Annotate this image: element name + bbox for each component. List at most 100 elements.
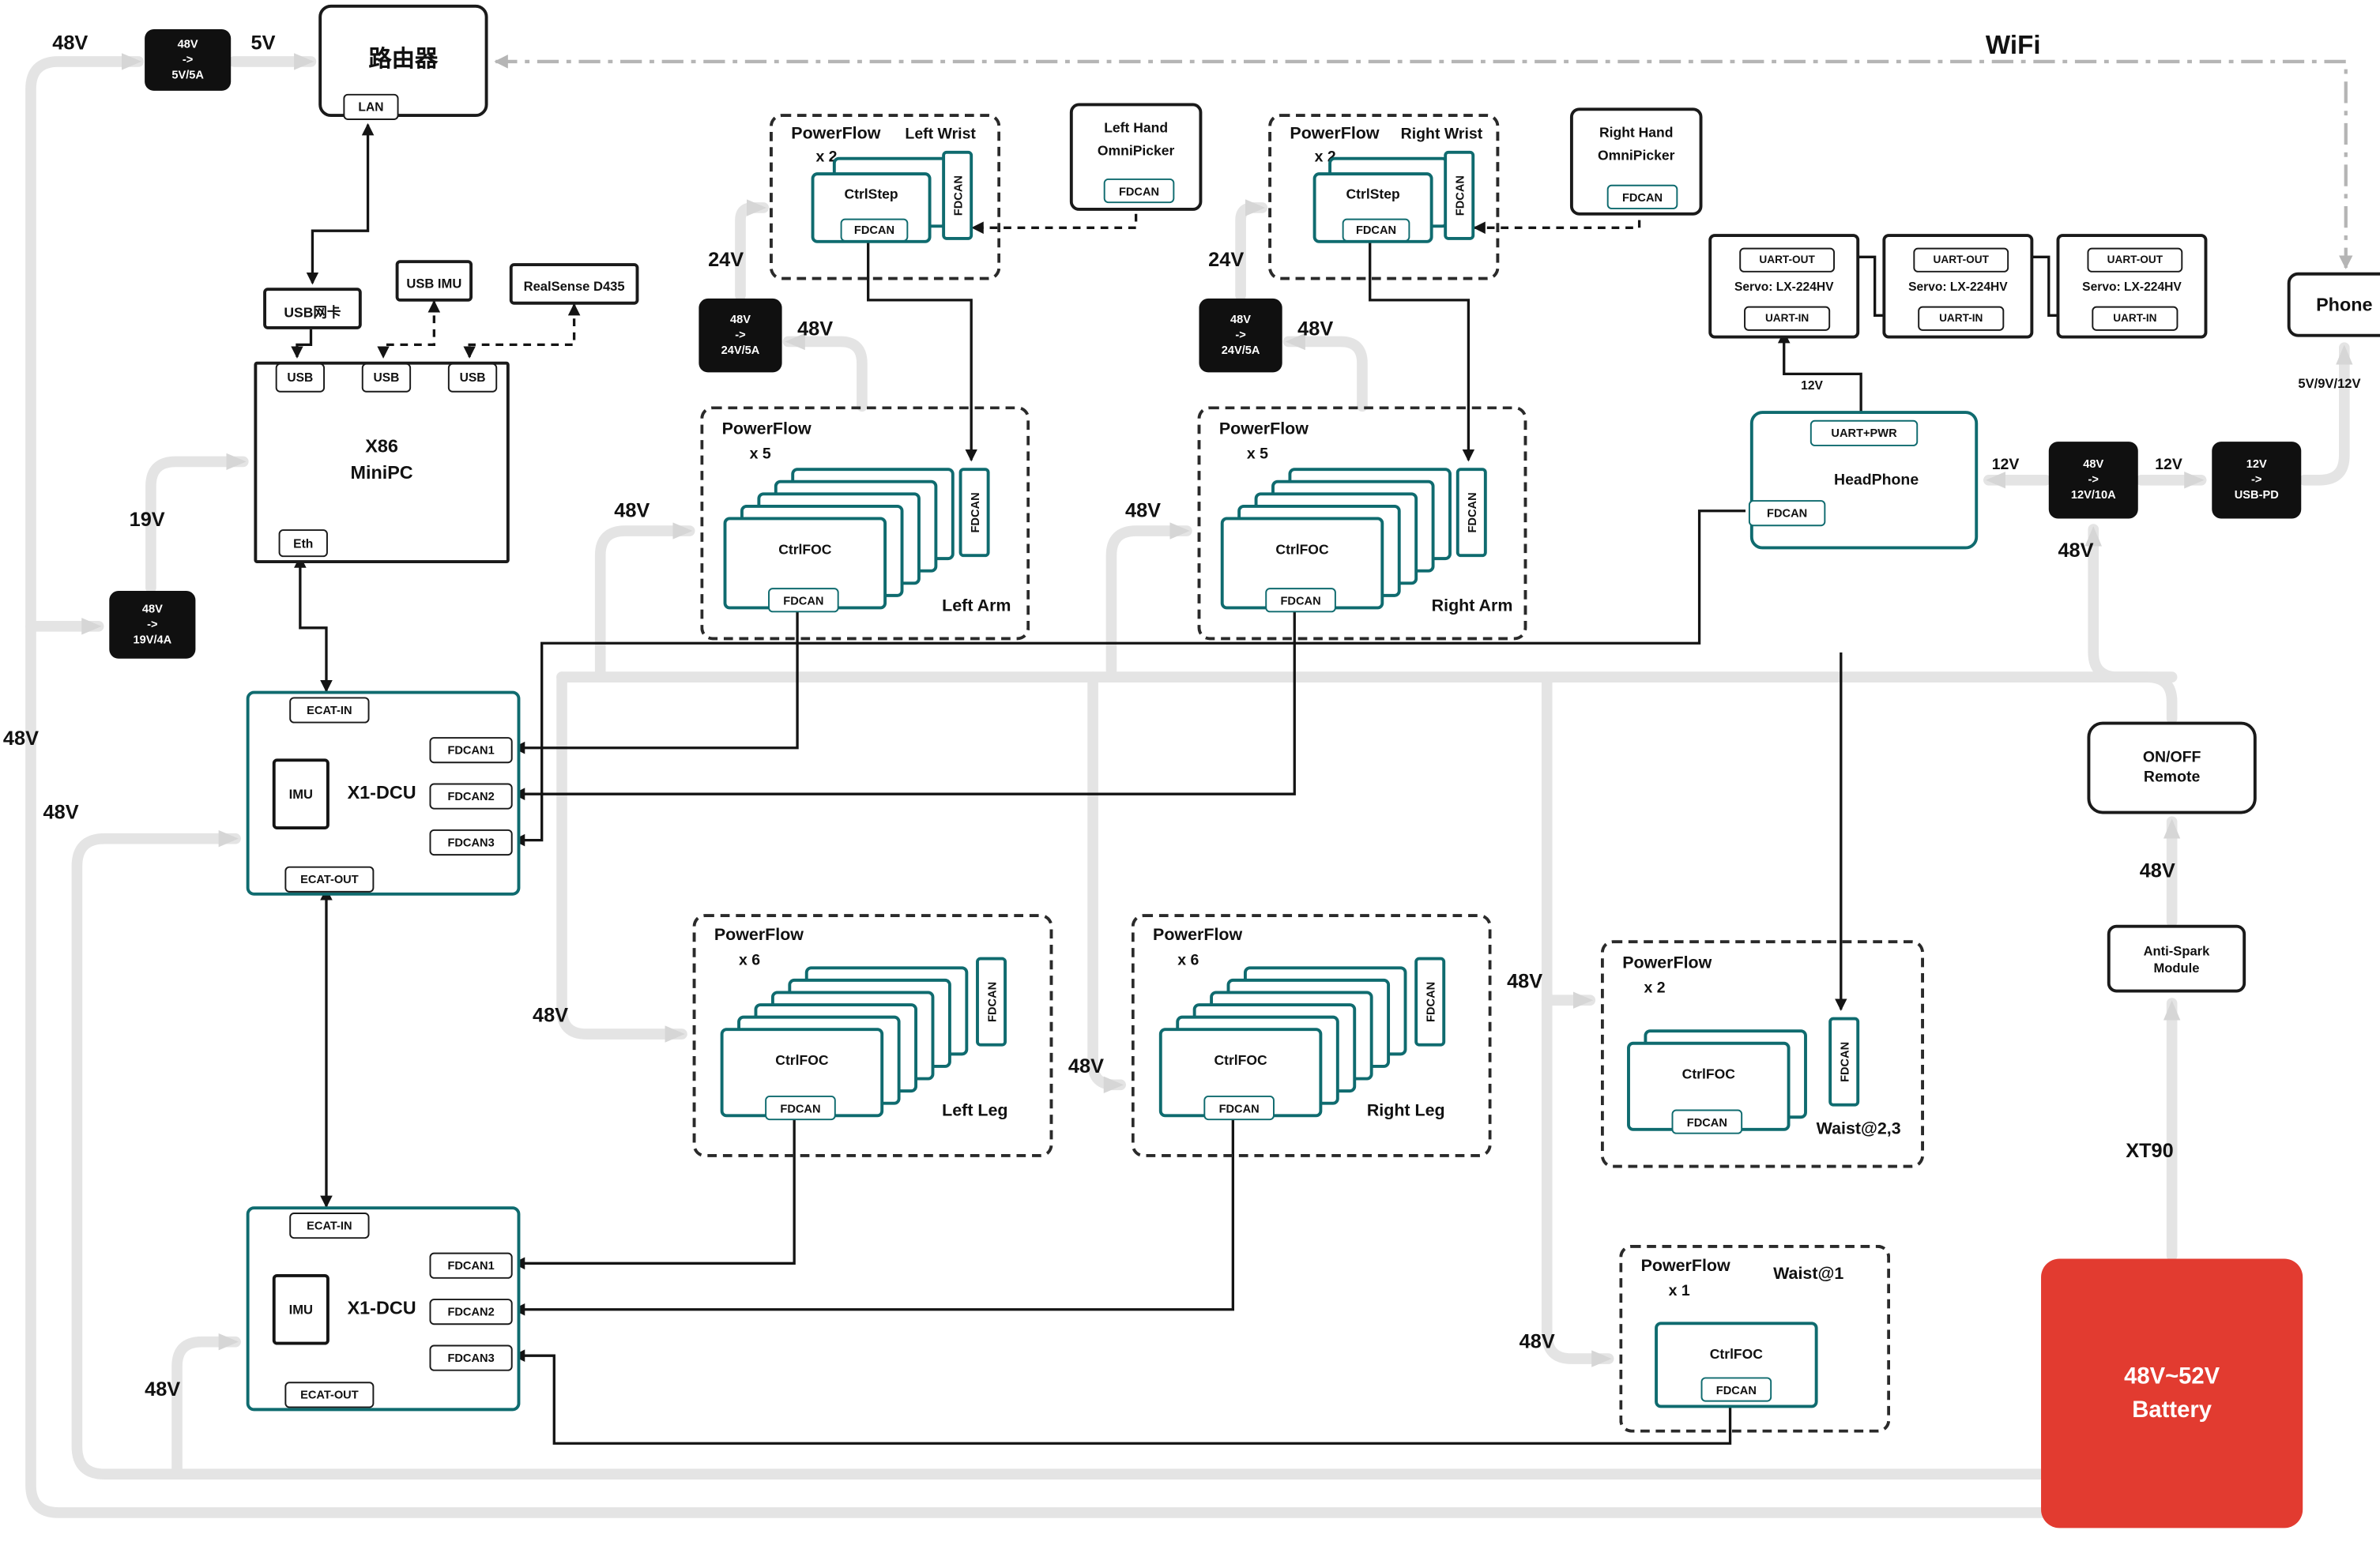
- hand-type: OmniPicker: [1597, 148, 1675, 164]
- fdcan-port: FDCAN: [840, 218, 909, 242]
- group-count: x 6: [739, 952, 761, 970]
- converter-out: USB-PD: [2234, 487, 2279, 502]
- fdcan-port: FDCAN: [765, 1095, 836, 1121]
- minipc: USB USB USB X86 MiniPC Eth: [254, 361, 510, 563]
- fdcan-tab: FDCAN: [1414, 957, 1446, 1047]
- sig-headphone-fdcan3: [512, 510, 1746, 847]
- fdcan-tab: FDCAN: [1444, 150, 1475, 240]
- servo-lx224hv-3: UART-OUT Servo: LX-224HV UART-IN: [2056, 234, 2208, 339]
- wire-19v-minipc: [145, 453, 249, 593]
- fdcan-port: FDCAN: [1748, 500, 1826, 527]
- x1-dcu-lower: ECAT-IN IMU X1-DCU FDCAN1 FDCAN2 FDCAN3 …: [246, 1206, 521, 1412]
- sig-eth-ecatin: [294, 555, 333, 693]
- board-ctrl: CtrlFOC: [1681, 1066, 1735, 1082]
- converter-in: 48V: [1230, 313, 1252, 327]
- group-left-leg: PowerFlow x 6 FDCAN CtrlFOC FDCAN Left L…: [692, 914, 1053, 1157]
- power-wires: [25, 53, 2353, 1518]
- board-ctrl: CtrlStep: [844, 186, 898, 202]
- headphone-unit: UART+PWR HeadPhone FDCAN: [1748, 411, 1979, 550]
- spark-line1: Anti-Spark: [2143, 942, 2210, 958]
- usb-imu: USB IMU: [395, 260, 473, 302]
- fdcan-port: FDCAN: [1103, 178, 1175, 204]
- right-hand-omnipicker: Right Hand OmniPicker FDCAN: [1569, 107, 1703, 216]
- servo-lx224hv-2: UART-OUT Servo: LX-224HV UART-IN: [1882, 234, 2034, 339]
- group-title: PowerFlow: [1290, 124, 1380, 144]
- servo-lx224hv-1: UART-OUT Servo: LX-224HV UART-IN: [1708, 234, 1860, 339]
- label-xt90: XT90: [2126, 1138, 2174, 1162]
- label-48v-leftleg: 48V: [533, 1003, 569, 1027]
- converter-in: 48V: [2083, 457, 2104, 472]
- converter-48v-5v: 48V -> 5V/5A: [145, 29, 232, 91]
- wire-48v-leftarm: [594, 522, 695, 682]
- wire-48v-leftleg: [556, 671, 687, 1043]
- label-48v-waist23: 48V: [1507, 969, 1543, 993]
- uart-in-port: UART-IN: [1744, 306, 1831, 331]
- board-front: CtrlFOC FDCAN: [1655, 1322, 1818, 1408]
- label-48v-rail3: 48V: [145, 1377, 181, 1401]
- label-48v-conv24-left: 48V: [797, 317, 834, 340]
- converter-arrow: ->: [2088, 472, 2099, 487]
- eth-port: Eth: [278, 529, 328, 558]
- label-48v-leftarm: 48V: [614, 498, 650, 522]
- battery-voltage: 48V~52V: [2124, 1363, 2220, 1390]
- remote-line2: Remote: [2143, 769, 2201, 787]
- fdcan-tab: FDCAN: [942, 150, 973, 240]
- phone-label: Phone: [2316, 294, 2373, 316]
- fdcan3-port: FDCAN3: [429, 1344, 513, 1371]
- board-front: CtrlFOC FDCAN: [720, 1028, 884, 1121]
- hand-name: Left Hand: [1104, 119, 1169, 136]
- label-phone-volts: 5V/9V/12V: [2298, 375, 2361, 391]
- board-ctrl: CtrlStep: [1346, 186, 1400, 202]
- usb-port-3: USB: [447, 363, 498, 393]
- servo-name: Servo: LX-224HV: [2082, 280, 2182, 295]
- fdcan-tab: FDCAN: [976, 957, 1007, 1047]
- converter-arrow: ->: [182, 52, 194, 67]
- usb-port-1: USB: [275, 363, 326, 393]
- fdcan-port: FDCAN: [1671, 1109, 1743, 1134]
- battery: 48V~52V Battery: [2041, 1258, 2303, 1529]
- group-name: Waist@2,3: [1816, 1120, 1901, 1139]
- converter-48v-24v-left: 48V -> 24V/5A: [699, 298, 782, 373]
- group-right-leg: PowerFlow x 6 FDCAN CtrlFOC FDCAN Right …: [1131, 914, 1492, 1157]
- group-right-arm: PowerFlow x 5 FDCAN CtrlFOC FDCAN Right …: [1197, 406, 1527, 641]
- dsh-usbimu-usb2: [377, 299, 441, 359]
- headphone-title: HeadPhone: [1834, 472, 1919, 490]
- converter-out: 24V/5A: [1221, 343, 1260, 357]
- uart-out-port: UART-OUT: [1739, 247, 1836, 273]
- servo-name: Servo: LX-224HV: [1908, 280, 2008, 295]
- label-12v-servo: 12V: [1801, 378, 1823, 393]
- fdcan1-port: FDCAN1: [429, 1252, 513, 1279]
- label-48v-remote: 48V: [2139, 858, 2175, 882]
- wire-48v-dcu1: [71, 829, 2047, 1480]
- converter-out: 19V/4A: [133, 632, 172, 646]
- usb-port-2: USB: [361, 363, 412, 393]
- converter-in: 48V: [141, 602, 163, 616]
- fdcan-tab: FDCAN: [1455, 468, 1487, 558]
- group-title: PowerFlow: [1622, 953, 1712, 973]
- board-ctrl: CtrlFOC: [1214, 1052, 1267, 1068]
- group-count: x 5: [1246, 446, 1268, 464]
- group-count: x 5: [749, 446, 771, 464]
- fdcan-tab: FDCAN: [958, 468, 990, 558]
- group-title: PowerFlow: [714, 926, 804, 946]
- ecat-in-port: ECAT-IN: [289, 697, 370, 724]
- wire-48v-conv24-left: [782, 333, 868, 412]
- minipc-name2: MiniPC: [350, 461, 413, 483]
- uart-in-port: UART-IN: [1918, 306, 2005, 331]
- group-name: Waist@1: [1773, 1265, 1844, 1284]
- group-name: Right Leg: [1366, 1101, 1445, 1121]
- ecat-out-port: ECAT-OUT: [284, 1382, 375, 1408]
- label-5v: 5V: [250, 30, 276, 55]
- label-48v-topleft: 48V: [52, 30, 88, 55]
- label-48v-rightarm: 48V: [1124, 498, 1162, 522]
- group-title: PowerFlow: [721, 419, 812, 439]
- fdcan-port: FDCAN: [1203, 1095, 1275, 1121]
- router: 路由器 LAN: [318, 4, 488, 120]
- board-front: CtrlStep FDCAN: [811, 172, 932, 243]
- onoff-remote: ON/OFF Remote: [2087, 721, 2257, 814]
- imu-module: IMU: [272, 1273, 330, 1345]
- dcu-title: X1-DCU: [347, 1297, 416, 1319]
- converter-arrow: ->: [2251, 472, 2262, 487]
- label-24v-left: 24V: [708, 247, 744, 271]
